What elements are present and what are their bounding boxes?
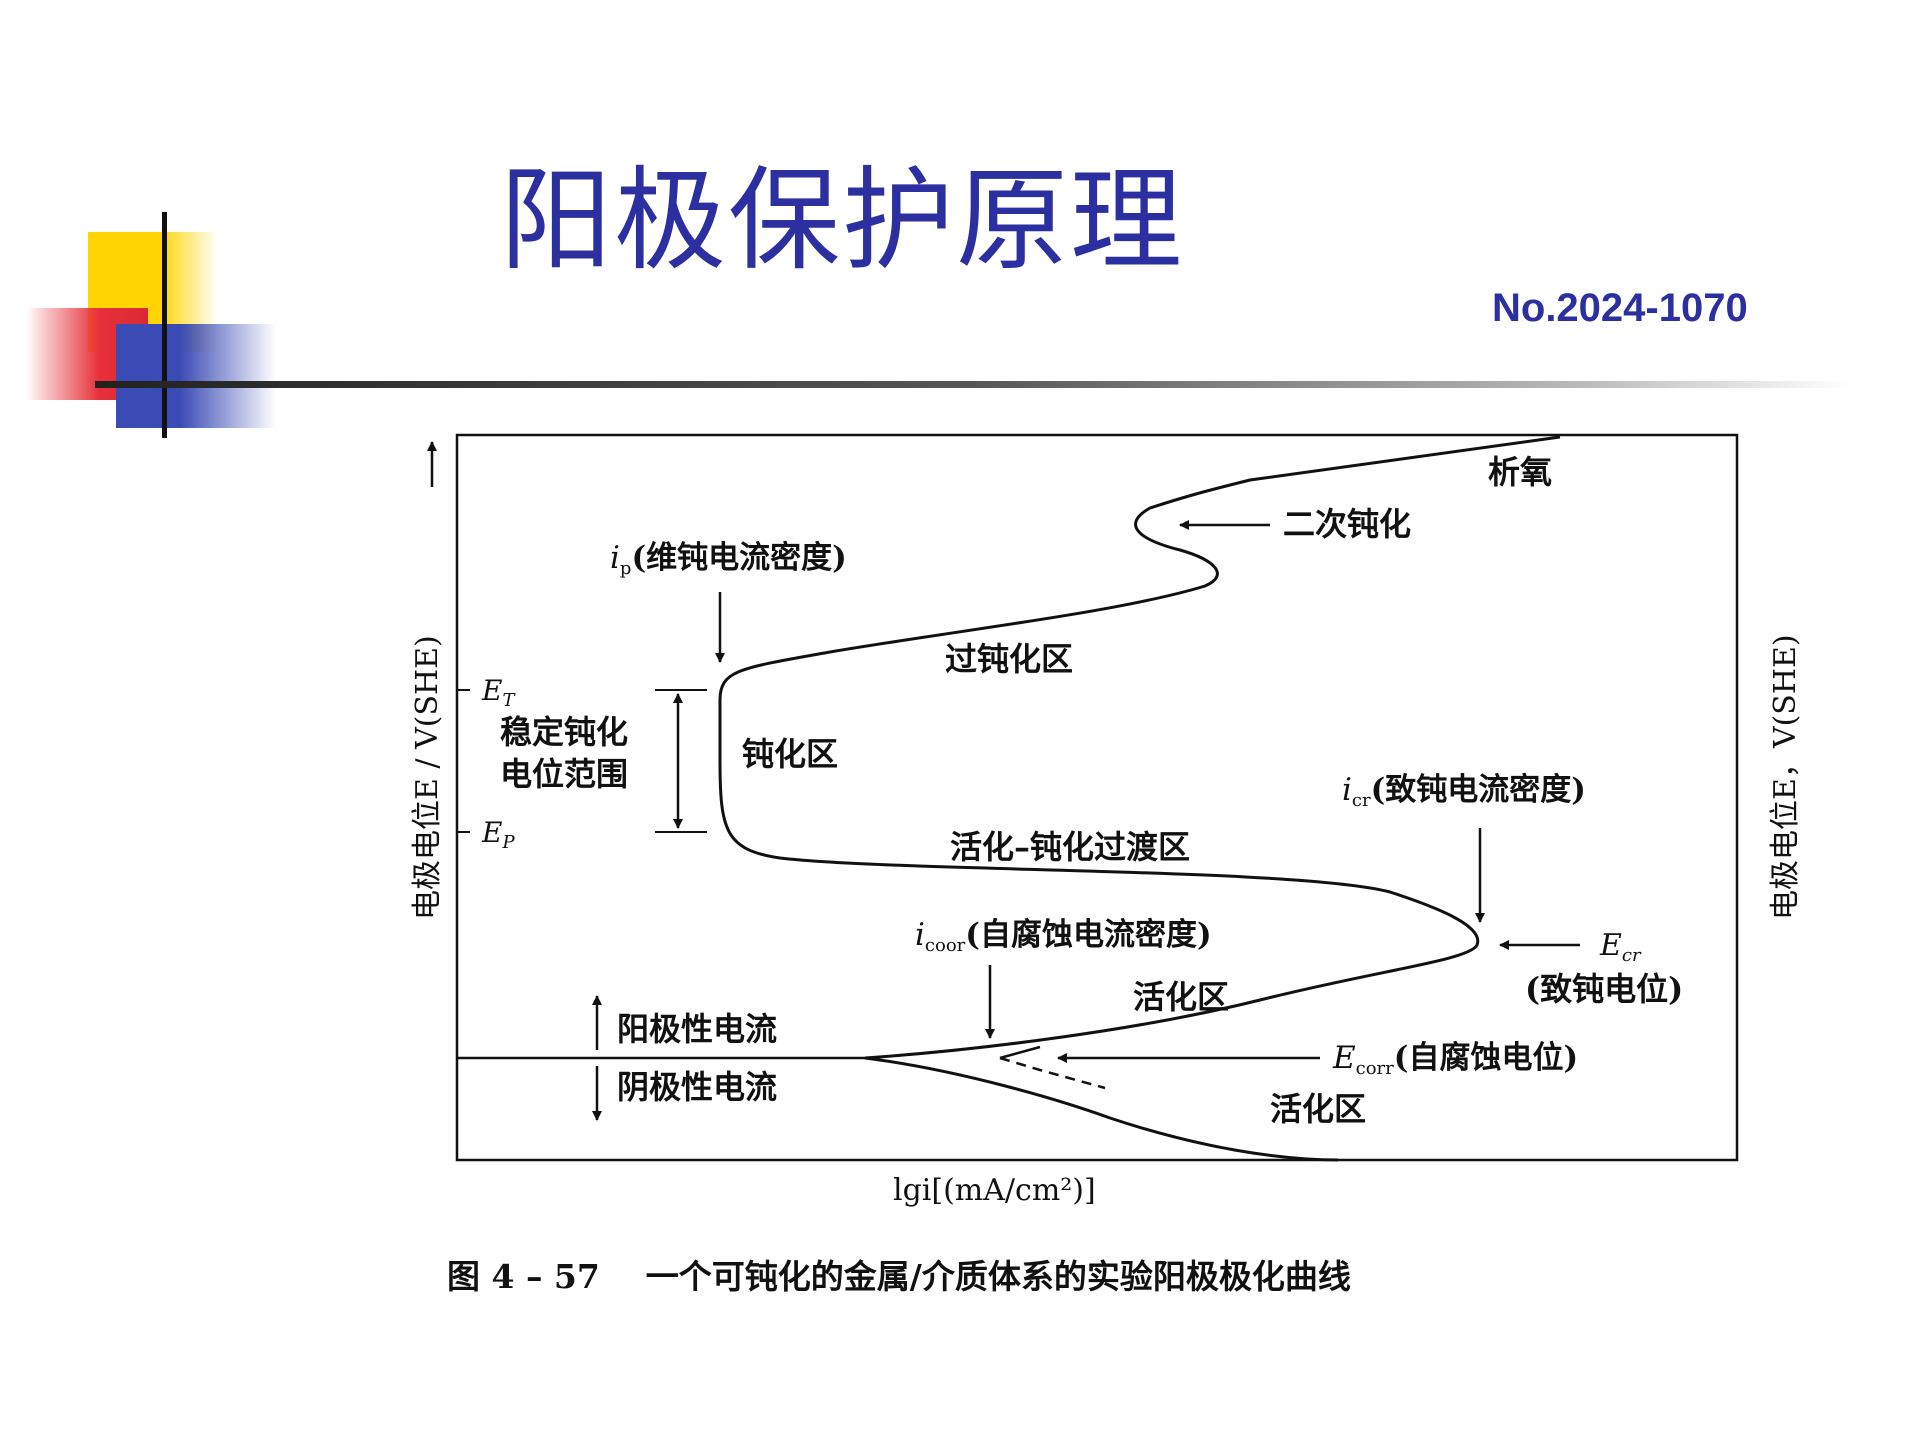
deco-blue-square xyxy=(116,324,276,428)
deco-horizontal-rule xyxy=(95,381,1850,388)
anodic-polarization-curve xyxy=(718,435,1561,1060)
x-axis-label: lgi[(mA/cm²)] xyxy=(893,1173,1096,1208)
cathodic-curve xyxy=(864,1056,1339,1162)
ecr-symbol-label: Ecr xyxy=(1599,928,1642,966)
left-axis-label: 电极电位E / V(SHE) xyxy=(410,635,445,920)
active-region-cathodic-label: 活化区 xyxy=(1270,1090,1366,1128)
icorr-label: icoor(自腐蚀电流密度) xyxy=(915,917,1212,956)
anodic-current-label: 阳极性电流 xyxy=(617,1010,777,1048)
tafel-extrapolation-solid-leg xyxy=(999,1045,1041,1060)
oxygen-evolution-label: 析氧 xyxy=(1488,453,1552,491)
figure-caption: 图 4 – 57 一个可钝化的金属/介质体系的实验阳极极化曲线 xyxy=(447,1257,1351,1296)
ep-label: EP xyxy=(481,816,515,853)
stable-range-line1: 稳定钝化 xyxy=(500,713,628,751)
transition-region-label: 活化–钝化过渡区 xyxy=(950,828,1190,866)
deco-vertical-line xyxy=(162,212,167,438)
cathodic-current-label: 阴极性电流 xyxy=(617,1068,777,1106)
plot-frame xyxy=(455,433,1739,1162)
tafel-extrapolation-dashed xyxy=(999,1056,1106,1090)
slide-title: 阳极保护原理 xyxy=(500,156,1184,286)
active-region-anodic-label: 活化区 xyxy=(1133,978,1229,1016)
slide-number: No.2024-1070 xyxy=(1492,286,1748,330)
passive-region-label: 钝化区 xyxy=(742,735,838,773)
ecorr-label: Ecorr(自腐蚀电位) xyxy=(1332,1040,1578,1079)
stable-range-line2: 电位范围 xyxy=(500,755,628,793)
et-label: ET xyxy=(481,674,516,711)
right-axis-label: 电极电位E，V(SHE) xyxy=(1768,634,1803,920)
icr-label: icr(致钝电流密度) xyxy=(1342,772,1586,811)
ip-label: ip(维钝电流密度) xyxy=(610,540,847,579)
transpassive-region-label: 过钝化区 xyxy=(945,640,1073,678)
secondary-passivation-label: 二次钝化 xyxy=(1283,505,1411,543)
ecr-text-label: (致钝电位) xyxy=(1525,970,1683,1008)
